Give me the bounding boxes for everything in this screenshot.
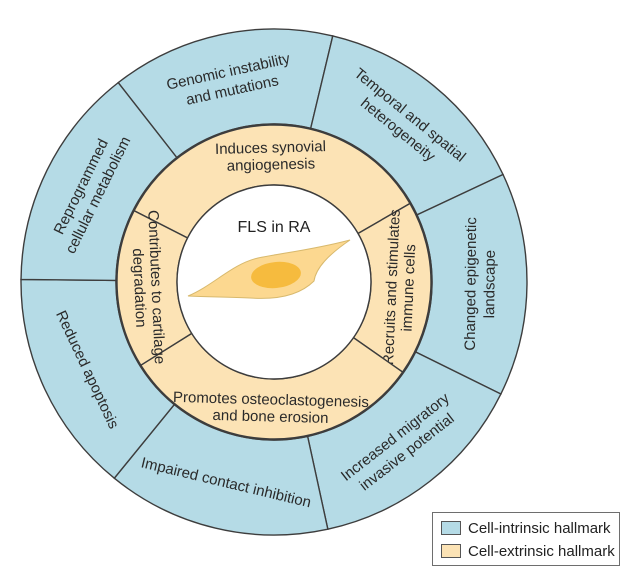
legend: Cell-intrinsic hallmark Cell-extrinsic h… bbox=[432, 512, 620, 566]
legend-item-intrinsic: Cell-intrinsic hallmark bbox=[441, 519, 611, 537]
inner-label: Promotes osteoclastogenesisand bone eros… bbox=[172, 389, 369, 428]
inner-label: Contributes to cartilagedegradation bbox=[127, 210, 168, 366]
cell-nucleus bbox=[251, 261, 301, 289]
center-title: FLS in RA bbox=[238, 219, 311, 236]
legend-swatch-extrinsic bbox=[441, 544, 461, 558]
legend-label-intrinsic: Cell-intrinsic hallmark bbox=[468, 519, 611, 537]
inner-label: Induces synovialangiogenesis bbox=[215, 138, 327, 175]
outer-label: Changed epigeneticlandscape bbox=[462, 217, 499, 351]
inner-label: Recruits and stimulatesimmune cells bbox=[380, 209, 421, 366]
legend-label-extrinsic: Cell-extrinsic hallmark bbox=[468, 542, 615, 560]
legend-swatch-intrinsic bbox=[441, 521, 461, 535]
legend-item-extrinsic: Cell-extrinsic hallmark bbox=[441, 542, 615, 560]
fibroblast-cell-icon bbox=[187, 239, 351, 299]
